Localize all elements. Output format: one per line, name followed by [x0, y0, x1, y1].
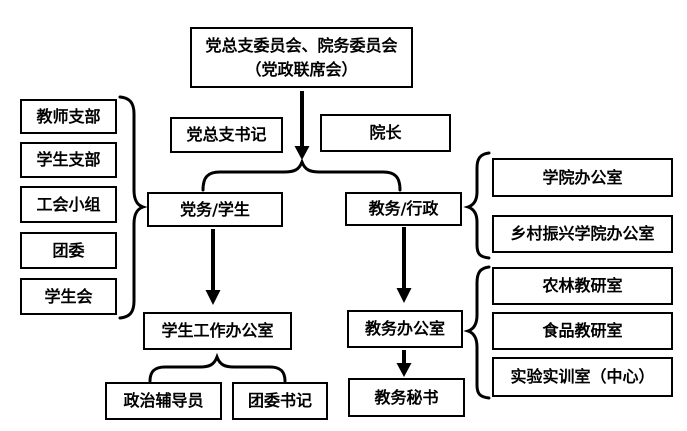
node-union-group: 工会小组: [20, 186, 117, 223]
node-political-counselor: 政治辅导员: [105, 382, 222, 420]
node-league-secretary: 团委书记: [232, 382, 328, 420]
node-dean: 院长: [320, 114, 451, 152]
node-agroforestry-office: 农林教研室: [492, 267, 673, 305]
node-student-affairs-office: 学生工作办公室: [143, 312, 292, 350]
node-college-office: 学院办公室: [492, 158, 673, 197]
arrow-party-student-down: [205, 229, 221, 305]
brace-right-upper: [463, 151, 491, 260]
node-top-committee-line1: 党总支委员会、院务委员会: [205, 36, 398, 56]
node-academic-admin: 教务/行政: [345, 192, 462, 226]
brace-right-lower: [463, 265, 491, 400]
node-food-office: 食品教研室: [492, 312, 673, 350]
arrow-committee-down: [294, 91, 310, 160]
arrow-academic-admin-down: [396, 227, 412, 303]
node-youth-league: 团委: [20, 232, 117, 269]
brace-split-top: [201, 157, 402, 192]
brace-left-group: [118, 95, 148, 320]
arrow-academic-office-down: [396, 350, 412, 377]
node-student-branch: 学生支部: [20, 142, 117, 178]
node-academic-secretary: 教务秘书: [348, 378, 465, 417]
brace-student-affairs-split: [148, 352, 287, 383]
node-teacher-branch: 教师支部: [20, 99, 117, 134]
node-lab-center: 实验实训室（中心）: [492, 357, 673, 397]
node-top-committee: 党总支委员会、院务委员会 （党政联席会）: [190, 27, 413, 88]
node-party-student: 党务/学生: [147, 192, 283, 227]
node-rural-college-office: 乡村振兴学院办公室: [492, 215, 673, 253]
node-top-committee-line2: （党政联席会）: [245, 59, 358, 79]
node-party-secretary: 党总支书记: [170, 117, 283, 153]
node-student-union: 学生会: [20, 278, 117, 315]
node-academic-office: 教务办公室: [347, 310, 463, 348]
